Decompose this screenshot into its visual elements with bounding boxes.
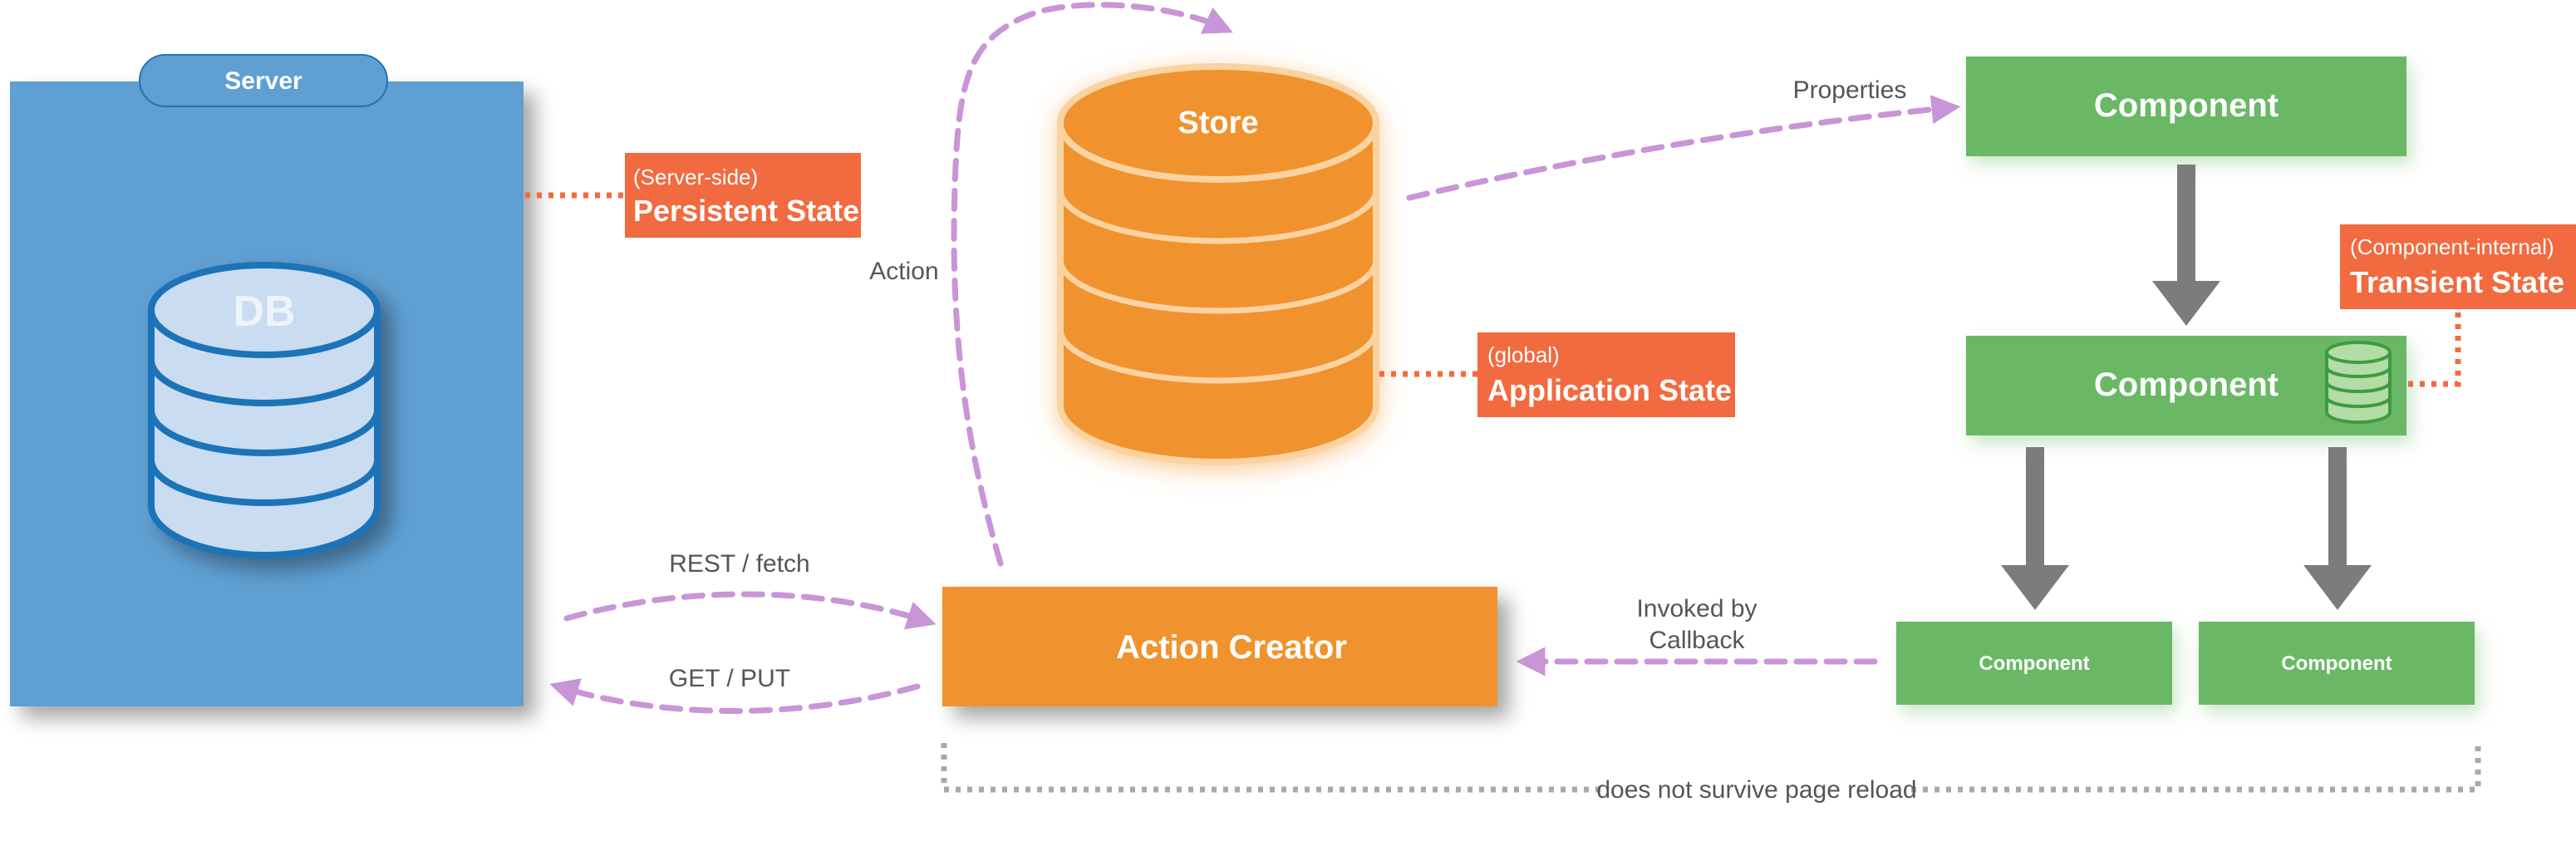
server-label: Server <box>224 67 302 95</box>
component-bottom-right: Component <box>2199 622 2475 705</box>
persistent-state-title: Persistent State <box>633 194 859 228</box>
component-middle-label: Component <box>2094 367 2279 403</box>
rest-fetch-edge-label: REST / fetch <box>669 550 810 578</box>
callback-edge-label-line2: Callback <box>1649 627 1745 654</box>
page-reload-note: does not survive page reload <box>1596 776 1916 804</box>
component-top: Component <box>1966 57 2406 156</box>
component-bottom-left-label: Component <box>1979 652 2089 675</box>
application-state-title: Application State <box>1487 373 1732 407</box>
persistent-state-scope: (Server-side) <box>633 165 758 189</box>
component-bottom-right-label: Component <box>2281 652 2392 675</box>
action-creator-label: Action Creator <box>1116 629 1347 666</box>
action-edge-label: Action <box>869 258 938 285</box>
arrow-middle-to-left <box>2001 447 2069 610</box>
component-middle: Component <box>1966 336 2406 435</box>
component-bottom-left: Component <box>1896 622 2172 705</box>
db-label: DB <box>233 288 295 336</box>
action-edge <box>951 2 1233 567</box>
rest-fetch-edge <box>563 591 937 630</box>
page-reload-bracket <box>941 743 2481 793</box>
action-creator-node: Action Creator <box>942 587 1497 706</box>
application-state-tag: (global) Application State <box>1477 332 1735 417</box>
store-label: Store <box>1177 106 1258 140</box>
persistent-state-tag: (Server-side) Persistent State <box>625 153 861 238</box>
application-state-scope: (global) <box>1487 342 1560 367</box>
component-top-label: Component <box>2094 87 2279 124</box>
transient-state-scope: (Component-internal) <box>2350 234 2554 259</box>
server-tab <box>139 54 388 107</box>
db-cylinder <box>148 262 381 558</box>
properties-edge <box>1406 95 1961 201</box>
properties-edge-label: Properties <box>1793 76 1907 104</box>
transient-state-connector <box>2408 311 2461 387</box>
transient-state-title: Transient State <box>2350 265 2564 299</box>
arrow-top-to-middle <box>2152 165 2220 326</box>
arrow-middle-to-right <box>2303 447 2372 610</box>
callback-edge-label-line1: Invoked by <box>1636 595 1757 622</box>
get-put-edge <box>549 678 921 714</box>
get-put-edge-label: GET / PUT <box>669 665 790 692</box>
internal-state-db-icon <box>2325 341 2392 424</box>
store-cylinder <box>1057 63 1379 465</box>
transient-state-tag: (Component-internal) Transient State <box>2340 224 2576 309</box>
component-hierarchy-arrows <box>2001 165 2372 610</box>
